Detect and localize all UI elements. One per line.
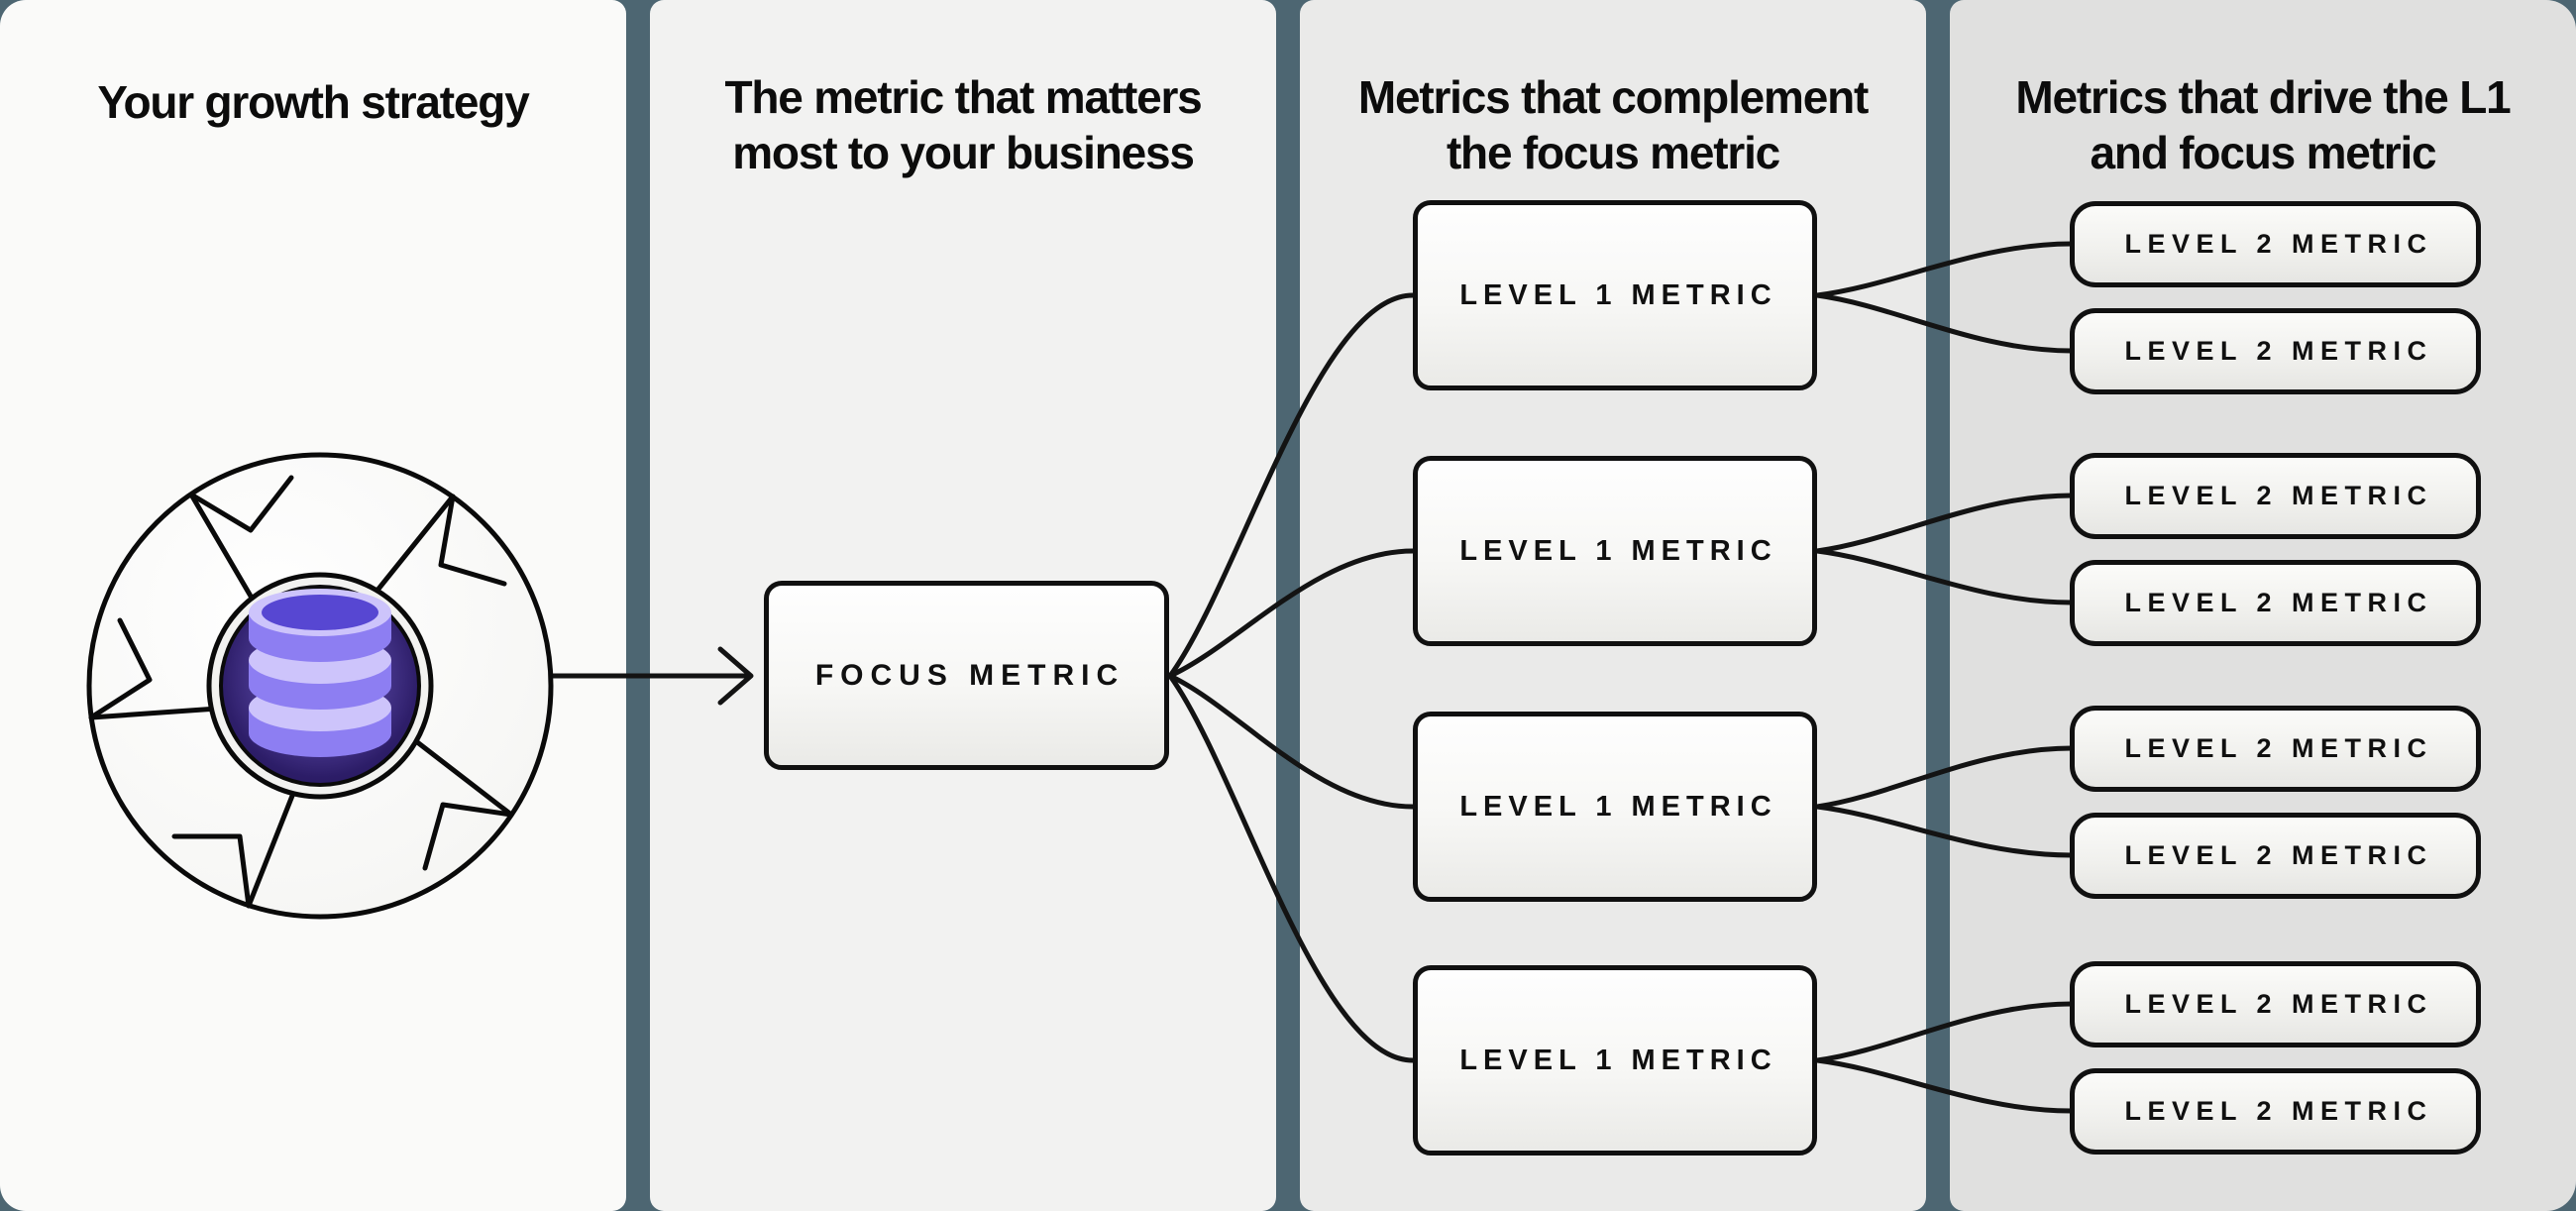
- title-line: most to your business: [732, 127, 1195, 178]
- panel-title-growth-strategy: Your growth strategy: [0, 74, 626, 130]
- title-line: Metrics that drive the L1: [2015, 71, 2511, 123]
- level1-metric-node: LEVEL 1 METRIC: [1413, 965, 1817, 1156]
- level2-metric-node: LEVEL 2 METRIC: [2070, 453, 2481, 539]
- panel-title-level2-metrics: Metrics that drive the L1 and focus metr…: [1950, 69, 2576, 180]
- title-line: the focus metric: [1446, 127, 1780, 178]
- title-line: and focus metric: [2090, 127, 2437, 178]
- level2-metric-node: LEVEL 2 METRIC: [2070, 813, 2481, 899]
- level2-metric-node: LEVEL 2 METRIC: [2070, 961, 2481, 1047]
- level2-metric-node: LEVEL 2 METRIC: [2070, 1068, 2481, 1155]
- level2-metric-node: LEVEL 2 METRIC: [2070, 706, 2481, 792]
- focus-metric-node: FOCUS METRIC: [764, 581, 1169, 770]
- title-line: Metrics that complement: [1357, 71, 1869, 123]
- level1-metric-node: LEVEL 1 METRIC: [1413, 456, 1817, 646]
- panel-title-level1-metrics: Metrics that complement the focus metric: [1300, 69, 1926, 180]
- level2-metric-node: LEVEL 2 METRIC: [2070, 560, 2481, 646]
- level2-metric-node: LEVEL 2 METRIC: [2070, 201, 2481, 287]
- panel-growth-strategy: [0, 0, 626, 1211]
- title-line: Your growth strategy: [97, 76, 529, 128]
- level2-metric-node: LEVEL 2 METRIC: [2070, 308, 2481, 394]
- level1-metric-node: LEVEL 1 METRIC: [1413, 200, 1817, 390]
- panel-title-focus-metric: The metric that matters most to your bus…: [650, 69, 1276, 180]
- level1-metric-node: LEVEL 1 METRIC: [1413, 712, 1817, 902]
- title-line: The metric that matters: [724, 71, 1202, 123]
